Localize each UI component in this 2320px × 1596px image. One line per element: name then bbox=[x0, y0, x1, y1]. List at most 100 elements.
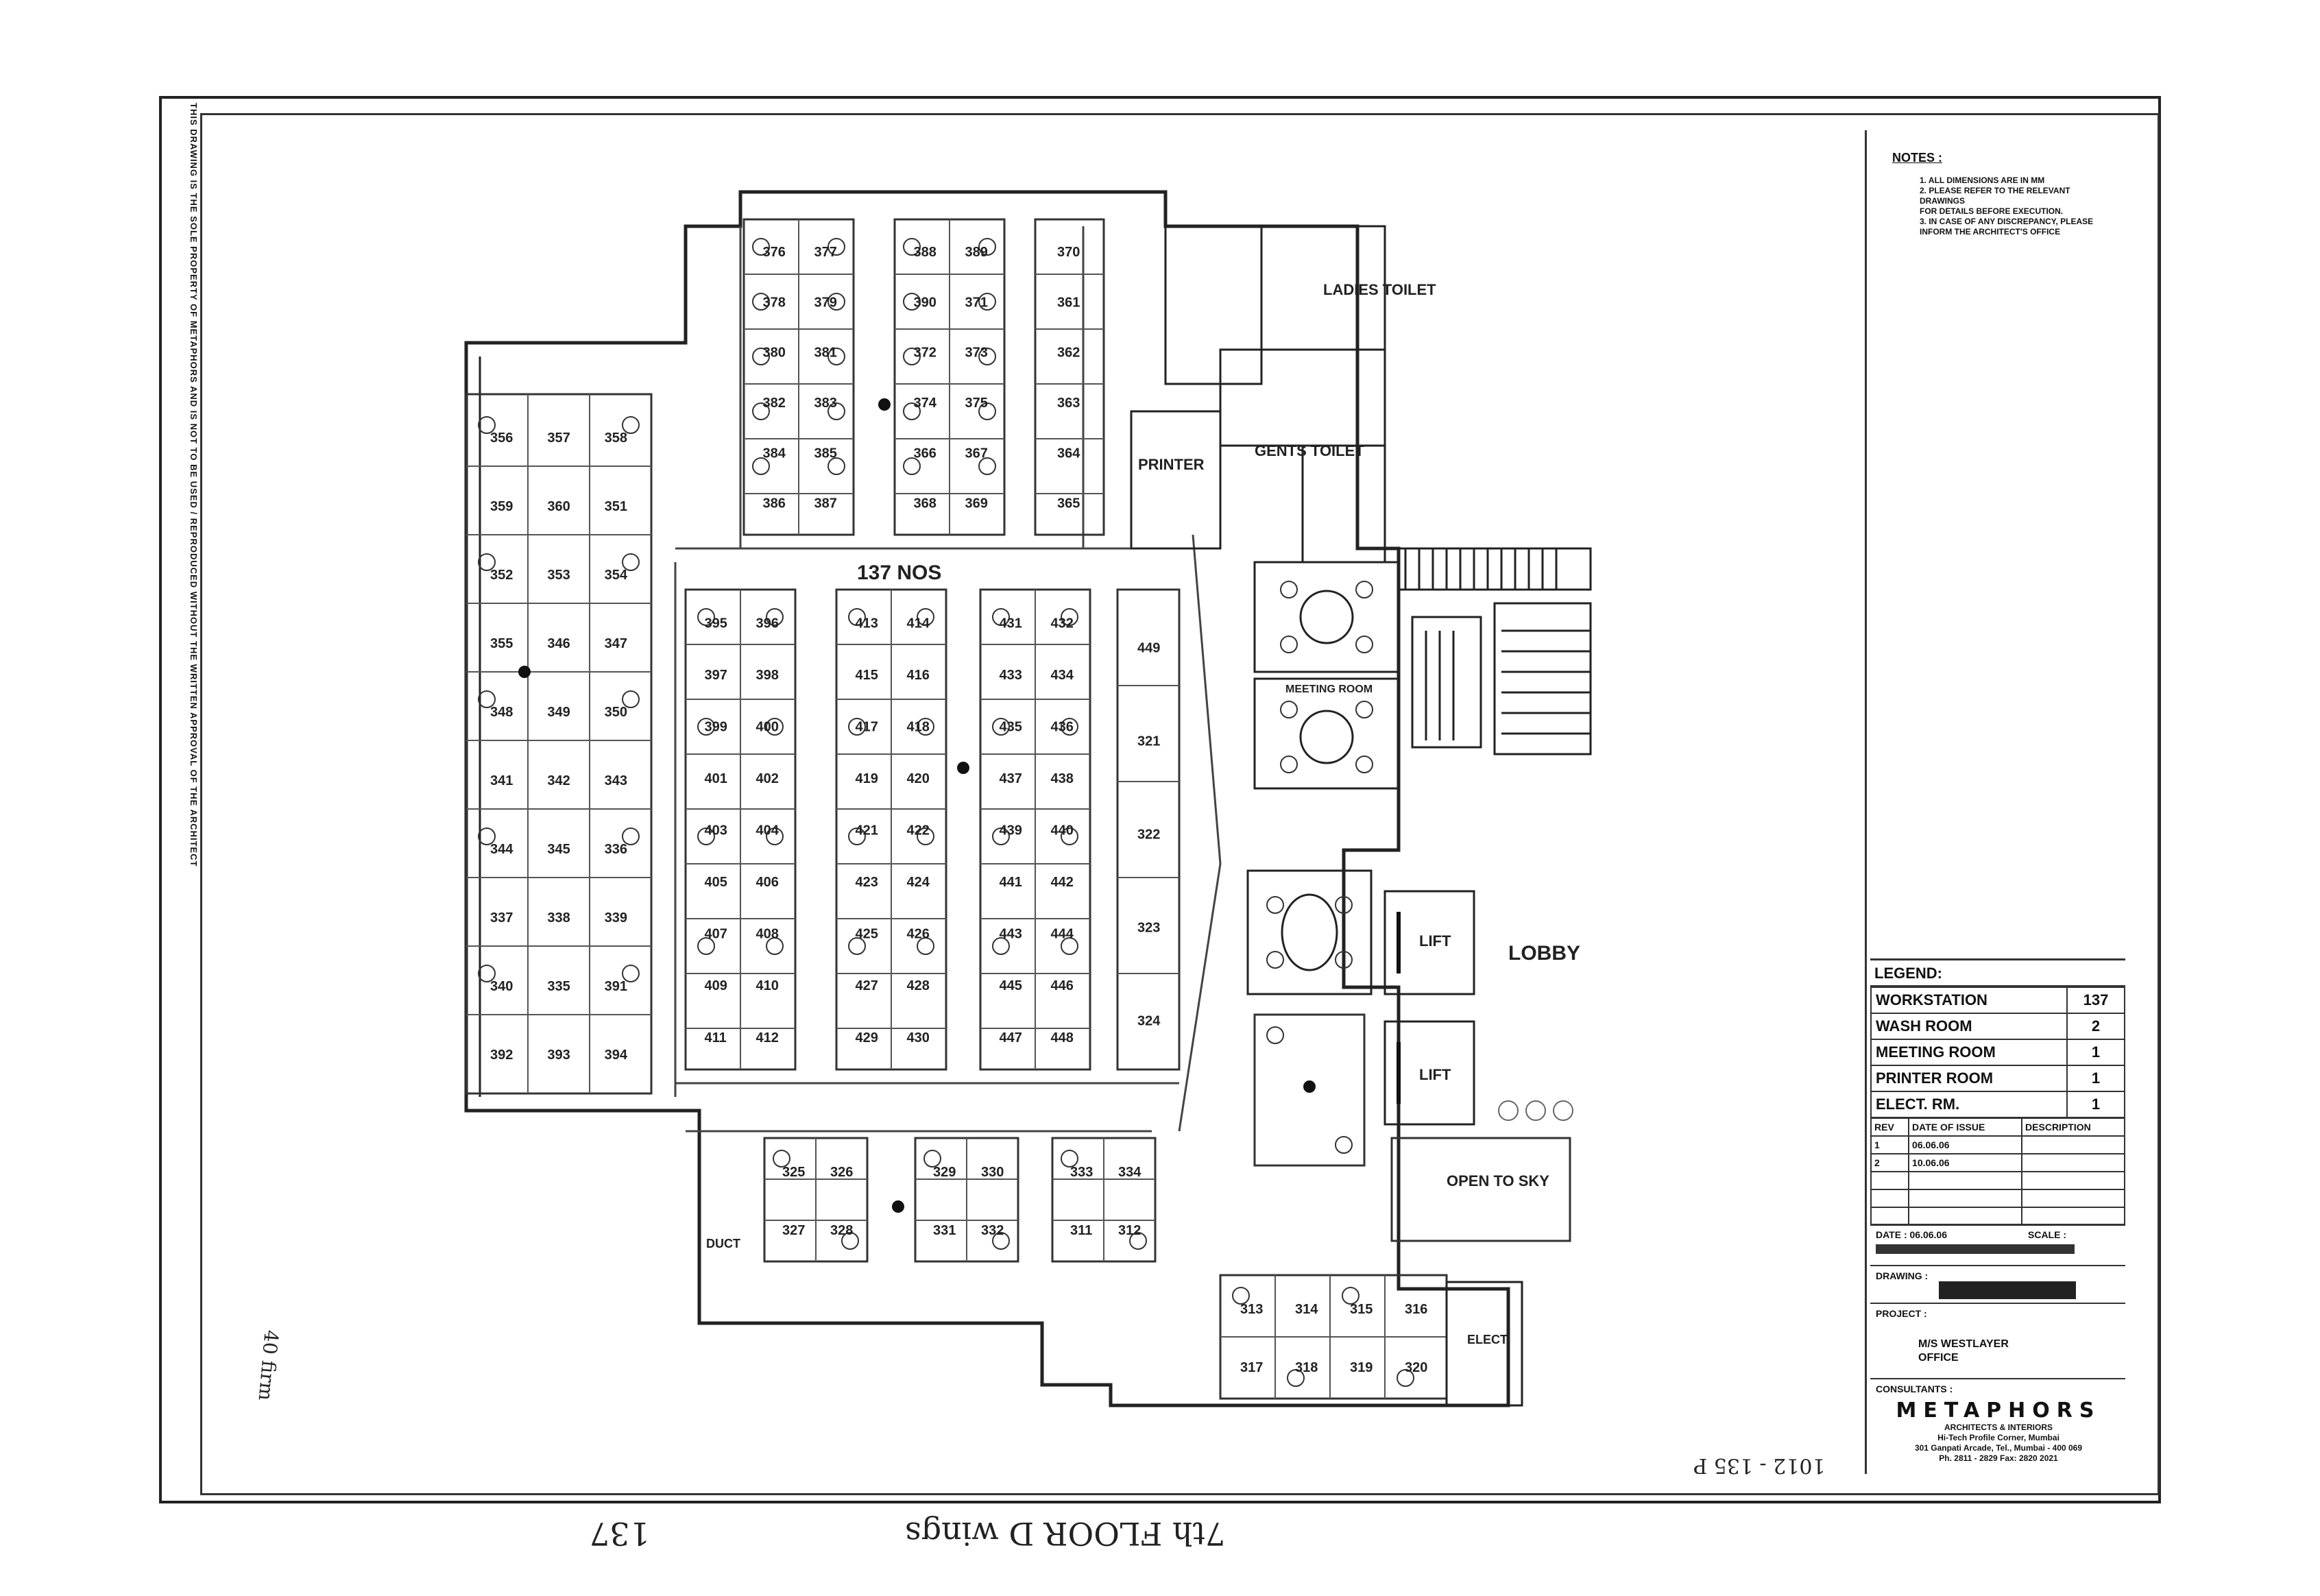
workstation-number: 329 bbox=[933, 1165, 956, 1180]
workstation-number: 417 bbox=[856, 719, 878, 734]
lift-2-label: LIFT bbox=[1419, 1066, 1451, 1083]
workstation-number: 449 bbox=[1137, 641, 1160, 656]
workstation-number: 368 bbox=[914, 496, 937, 511]
note-line: INFORM THE ARCHITECT'S OFFICE bbox=[1920, 227, 2061, 237]
workstation-number: 425 bbox=[856, 927, 878, 942]
workstation-number: 432 bbox=[1051, 616, 1074, 631]
workstation-number: 318 bbox=[1295, 1360, 1318, 1375]
firm-block: METAPHORS ARCHITECTS & INTERIORS Hi-Tech… bbox=[1872, 1399, 2125, 1464]
workstation-number: 352 bbox=[490, 568, 513, 583]
workstation-number: 354 bbox=[605, 568, 628, 583]
open-to-sky-label: OPEN TO SKY bbox=[1447, 1172, 1549, 1189]
revision-row: 2 10.06.06 bbox=[1870, 1153, 2125, 1172]
workstation-number: 350 bbox=[605, 705, 627, 720]
stairs bbox=[1404, 548, 1591, 740]
legend-label: WORKSTATION bbox=[1870, 987, 2068, 1014]
workstation-number: 411 bbox=[705, 1030, 727, 1045]
workstation-number: 441 bbox=[1000, 875, 1022, 890]
workstation-number: 362 bbox=[1057, 346, 1080, 361]
workstation-number: 418 bbox=[907, 719, 930, 734]
workstation-number: 386 bbox=[763, 496, 786, 511]
workstation-number: 366 bbox=[914, 446, 937, 461]
workstation-number: 361 bbox=[1057, 295, 1080, 310]
workstation-number: 409 bbox=[705, 978, 727, 993]
workstation-number: 370 bbox=[1057, 245, 1080, 260]
workstation-number: 448 bbox=[1051, 1030, 1074, 1045]
workstation-number: 357 bbox=[547, 431, 570, 446]
workstation-number: 372 bbox=[914, 346, 937, 361]
workstation-number: 335 bbox=[547, 979, 570, 994]
workstation-number: 428 bbox=[907, 978, 930, 993]
workstation-number: 369 bbox=[965, 496, 988, 511]
desc-header: DESCRIPTION bbox=[2021, 1117, 2125, 1137]
ladies-toilet-label: LADIES TOILET bbox=[1323, 281, 1436, 298]
firm-sub: ARCHITECTS & INTERIORS bbox=[1944, 1423, 2053, 1432]
workstation-number: 395 bbox=[705, 616, 727, 631]
workstation-number: 382 bbox=[763, 396, 786, 411]
workstation-number: 391 bbox=[605, 979, 627, 994]
revision-table: REV DATE OF ISSUE DESCRIPTION 1 06.06.06… bbox=[1870, 1117, 2125, 1226]
drawing-title-block-dark bbox=[1939, 1281, 2076, 1299]
drawing-inner-border bbox=[200, 113, 2160, 1495]
workstation-number: 347 bbox=[605, 636, 627, 651]
gents-toilet-label: GENTS TOILET bbox=[1255, 442, 1364, 459]
meeting-tables bbox=[1281, 590, 1354, 971]
service-core bbox=[1130, 225, 1592, 1407]
workstation-number: 436 bbox=[1051, 719, 1074, 734]
revision-header-row: REV DATE OF ISSUE DESCRIPTION bbox=[1870, 1117, 2125, 1137]
plan-title: 137 NOS bbox=[857, 561, 941, 584]
legend-label: MEETING ROOM bbox=[1870, 1039, 2068, 1066]
firm-address-3: Ph. 2811 - 2829 Fax: 2820 2021 bbox=[1939, 1453, 2058, 1463]
workstation-number: 378 bbox=[763, 295, 786, 310]
workstation-number: 334 bbox=[1118, 1165, 1141, 1180]
workstation-number: 389 bbox=[965, 245, 988, 260]
client-sub: OFFICE bbox=[1918, 1352, 1959, 1364]
workstation-number: 367 bbox=[965, 446, 988, 461]
meeting-room-label: MEETING ROOM bbox=[1285, 684, 1373, 695]
workstation-number: 415 bbox=[856, 668, 878, 683]
revision-row: 1 06.06.06 bbox=[1870, 1135, 2125, 1154]
workstation-number: 353 bbox=[547, 568, 570, 583]
workstation-number: 355 bbox=[490, 636, 513, 651]
workstation-number: 364 bbox=[1057, 446, 1080, 461]
workstation-number: 371 bbox=[965, 295, 988, 310]
handwritten-floor-note: 7th FLOOR D wings bbox=[905, 1515, 1226, 1552]
workstation-number: 374 bbox=[914, 396, 937, 411]
consultants-row: CONSULTANTS : bbox=[1870, 1378, 2125, 1400]
workstation-number: 433 bbox=[1000, 668, 1022, 683]
date-scale-row: DATE : 06.06.06 SCALE : bbox=[1870, 1224, 2125, 1266]
workstation-number: 338 bbox=[547, 910, 570, 926]
workstation-number: 326 bbox=[830, 1165, 853, 1180]
client-name: M/S WESTLAYER bbox=[1918, 1338, 2009, 1350]
workstation-number: 321 bbox=[1137, 734, 1160, 749]
workstation-number: 383 bbox=[814, 396, 837, 411]
workstation-number: 316 bbox=[1405, 1302, 1427, 1317]
workstation-number: 343 bbox=[605, 773, 627, 788]
workstation-number: 346 bbox=[547, 636, 570, 651]
workstation-number: 413 bbox=[856, 616, 878, 631]
workstation-number: 403 bbox=[705, 823, 727, 838]
workstation-number: 317 bbox=[1240, 1360, 1263, 1375]
workstation-number: 420 bbox=[907, 771, 930, 786]
legend-heading: LEGEND: bbox=[1870, 960, 2125, 987]
project-row: PROJECT : M/S WESTLAYER OFFICE bbox=[1870, 1303, 2125, 1379]
workstation-number: 348 bbox=[490, 705, 513, 720]
workstation-number: 407 bbox=[705, 927, 727, 942]
legend-label: ELECT. RM. bbox=[1870, 1091, 2068, 1118]
workstation-number: 330 bbox=[981, 1165, 1004, 1180]
lobby-label: LOBBY bbox=[1508, 942, 1580, 965]
drawing-label: DRAWING : bbox=[1876, 1270, 1929, 1281]
workstation-number: 414 bbox=[907, 616, 930, 631]
workstation-number: 319 bbox=[1350, 1360, 1373, 1375]
workstation-number: 388 bbox=[914, 245, 937, 260]
firm-name: METAPHORS bbox=[1896, 1399, 2101, 1423]
redacted-bar bbox=[1876, 1244, 2075, 1254]
title-block bbox=[1865, 130, 2127, 1474]
workstation-number: 423 bbox=[856, 875, 878, 890]
workstation-number: 314 bbox=[1295, 1302, 1318, 1317]
workstation-number: 438 bbox=[1051, 771, 1074, 786]
